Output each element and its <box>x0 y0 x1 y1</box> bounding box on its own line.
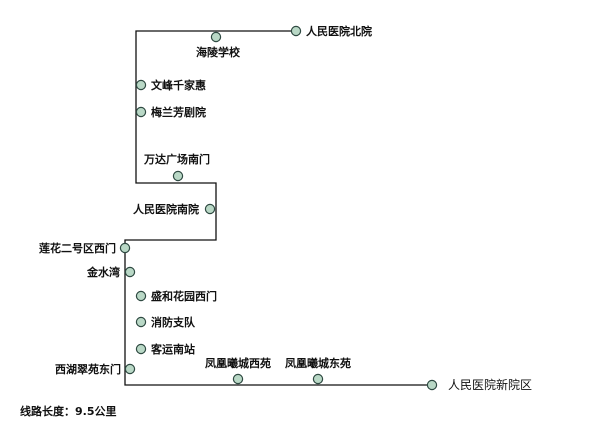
stop-label-10: 消防支队 <box>151 315 196 329</box>
stop-marker-9 <box>135 290 147 302</box>
stop-label-1: 人民医院北院 <box>306 24 372 38</box>
stop-marker-10 <box>135 316 147 328</box>
route-line <box>124 30 432 386</box>
stop-label-4: 梅兰芳剧院 <box>151 105 206 119</box>
stop-marker-7 <box>119 242 131 254</box>
stop-label-2: 海陵学校 <box>196 45 241 59</box>
stop-marker-6 <box>204 203 216 215</box>
stop-label-5: 万达广场南门 <box>143 152 210 166</box>
stop-label-9: 盛和花园西门 <box>151 289 217 303</box>
stop-marker-5 <box>172 170 184 182</box>
stop-marker-8 <box>124 266 136 278</box>
route-length-label: 线路长度：9.5公里 <box>20 405 117 418</box>
stop-label-13: 凤凰曦城西苑 <box>205 356 271 370</box>
stop-marker-12 <box>124 363 136 375</box>
stop-label-6: 人民医院南院 <box>133 202 199 216</box>
stop-marker-14 <box>312 373 324 385</box>
stop-label-15: 人民医院新院区 <box>448 377 532 392</box>
stop-marker-15 <box>426 379 438 391</box>
stop-label-12: 西湖翠苑东门 <box>55 362 121 376</box>
stop-label-8: 金水湾 <box>86 265 120 279</box>
stop-label-3: 文峰千家惠 <box>151 78 206 92</box>
stop-marker-13 <box>232 373 244 385</box>
stop-label-7: 莲花二号区西门 <box>39 241 116 255</box>
stop-marker-4 <box>135 106 147 118</box>
stop-label-11: 客运南站 <box>150 342 195 356</box>
stop-marker-11 <box>135 343 147 355</box>
labels-layer: 人民医院北院海陵学校文峰千家惠梅兰芳剧院万达广场南门人民医院南院莲花二号区西门金… <box>39 24 532 392</box>
stops-layer <box>119 25 438 391</box>
stop-marker-1 <box>290 25 302 37</box>
stop-marker-2 <box>210 31 222 43</box>
stop-marker-3 <box>135 79 147 91</box>
stop-label-14: 凤凰曦城东苑 <box>285 356 351 370</box>
